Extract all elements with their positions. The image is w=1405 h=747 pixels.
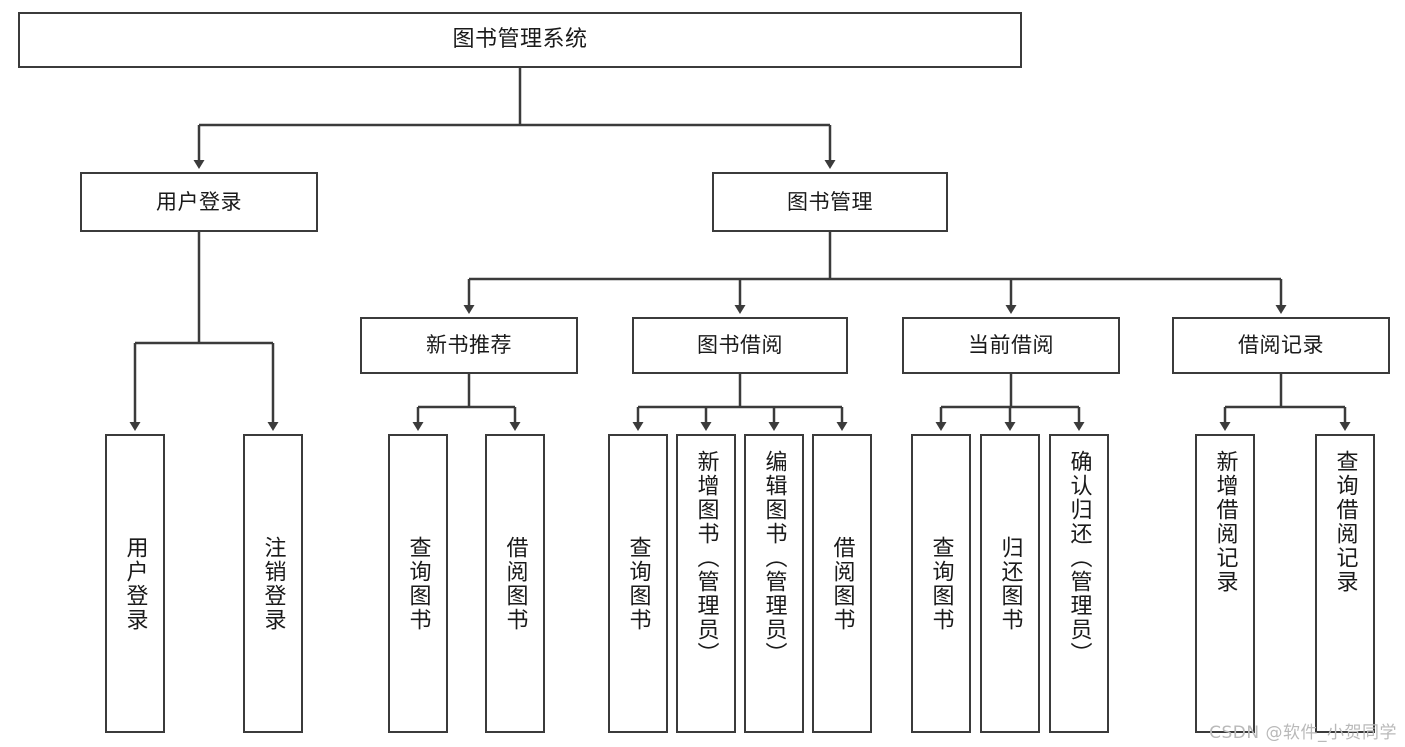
node-user-login[interactable]: 用户登录 bbox=[80, 172, 318, 232]
node-borrow-record[interactable]: 借阅记录 bbox=[1172, 317, 1390, 374]
node-label: 借阅图书 bbox=[829, 535, 855, 632]
node-label: 查询借阅记录 bbox=[1332, 450, 1358, 594]
node-label: 查询图书 bbox=[928, 535, 954, 632]
node-label: 借阅记录 bbox=[1238, 333, 1324, 358]
node-leaf-query-record[interactable]: 查询借阅记录 bbox=[1315, 434, 1375, 733]
node-current-borrow[interactable]: 当前借阅 bbox=[902, 317, 1120, 374]
node-leaf-query-book-3[interactable]: 查询图书 bbox=[911, 434, 971, 733]
node-label: 用户登录 bbox=[156, 189, 242, 214]
node-label: 新增图书（管理员） bbox=[693, 450, 719, 666]
node-label: 图书借阅 bbox=[697, 333, 783, 358]
node-label: 注销登录 bbox=[260, 535, 286, 632]
node-leaf-user-login[interactable]: 用户登录 bbox=[105, 434, 165, 733]
node-leaf-confirm-ret[interactable]: 确认归还（管理员） bbox=[1049, 434, 1109, 733]
node-leaf-logout[interactable]: 注销登录 bbox=[243, 434, 303, 733]
node-label: 编辑图书（管理员） bbox=[761, 450, 787, 666]
node-book-manage[interactable]: 图书管理 bbox=[712, 172, 948, 232]
node-label: 查询图书 bbox=[405, 535, 431, 632]
node-leaf-return-book[interactable]: 归还图书 bbox=[980, 434, 1040, 733]
node-leaf-add-book[interactable]: 新增图书（管理员） bbox=[676, 434, 736, 733]
csdn-watermark: CSDN @软件_小贺同学 bbox=[1209, 723, 1397, 743]
node-label: 当前借阅 bbox=[968, 333, 1054, 358]
node-label: 确认归还（管理员） bbox=[1066, 450, 1092, 666]
node-label: 查询图书 bbox=[625, 535, 651, 632]
node-root[interactable]: 图书管理系统 bbox=[18, 12, 1022, 68]
node-leaf-query-book-2[interactable]: 查询图书 bbox=[608, 434, 668, 733]
node-label: 用户登录 bbox=[122, 535, 148, 632]
node-label: 归还图书 bbox=[997, 535, 1023, 632]
node-leaf-query-book-1[interactable]: 查询图书 bbox=[388, 434, 448, 733]
node-new-book-rec[interactable]: 新书推荐 bbox=[360, 317, 578, 374]
node-leaf-add-record[interactable]: 新增借阅记录 bbox=[1195, 434, 1255, 733]
node-book-borrow[interactable]: 图书借阅 bbox=[632, 317, 848, 374]
node-label: 新增借阅记录 bbox=[1212, 450, 1238, 594]
node-leaf-edit-book[interactable]: 编辑图书（管理员） bbox=[744, 434, 804, 733]
node-label: 图书管理 bbox=[787, 189, 873, 214]
node-label: 图书管理系统 bbox=[452, 26, 588, 52]
node-leaf-borrow-book-2[interactable]: 借阅图书 bbox=[812, 434, 872, 733]
node-label: 借阅图书 bbox=[502, 535, 528, 632]
node-leaf-borrow-book-1[interactable]: 借阅图书 bbox=[485, 434, 545, 733]
node-label: 新书推荐 bbox=[426, 333, 512, 358]
